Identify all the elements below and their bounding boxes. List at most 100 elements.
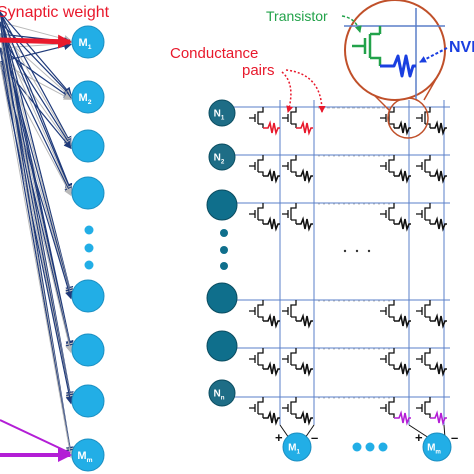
conductance-label-line2: pairs xyxy=(242,62,275,79)
ellipsis-dot xyxy=(84,243,94,253)
crossbar-cell xyxy=(249,397,280,426)
transistor-symbol xyxy=(249,155,264,176)
connection-arrow xyxy=(0,11,72,145)
nvm-resistor xyxy=(394,168,411,184)
connection-arrow xyxy=(0,11,72,96)
nvm-resistor xyxy=(296,410,313,426)
nvm-resistor xyxy=(296,216,313,232)
transistor-symbol xyxy=(380,107,395,128)
zoomed-transistor-symbol xyxy=(352,26,382,66)
connection-arrow xyxy=(0,47,72,149)
crossbar-cell xyxy=(249,300,280,329)
output-m-arrow-line xyxy=(0,419,71,454)
crossbar-cell xyxy=(416,107,447,136)
nvm-resistor xyxy=(394,313,411,329)
connection-arrow xyxy=(0,47,74,458)
magnifier-big-circle xyxy=(344,0,446,101)
crossbar-cell xyxy=(380,397,411,426)
output-neuron-label: M2 xyxy=(79,92,92,106)
output-neuron xyxy=(282,432,312,462)
minus-sign: – xyxy=(311,430,318,445)
input-neuron xyxy=(206,330,238,362)
transistor-symbol xyxy=(380,397,395,418)
ellipsis-dot xyxy=(220,262,228,270)
transistor-symbol xyxy=(249,300,264,321)
ellipsis-dot xyxy=(365,442,375,452)
nvm-resistor xyxy=(263,361,280,377)
connection-arrow xyxy=(0,47,72,196)
crossbar-cell xyxy=(282,155,313,184)
conductance-label-line1: Conductance xyxy=(170,45,258,62)
transistor-symbol xyxy=(380,300,395,321)
transistor-symbol xyxy=(416,348,431,369)
ellipsis-dot xyxy=(220,246,228,254)
crossbar-cell xyxy=(282,203,313,232)
nvm-resistor xyxy=(430,410,447,426)
crossbar-cell xyxy=(249,107,280,136)
output-wire xyxy=(304,424,315,439)
output-neuron-label: Mm xyxy=(427,443,441,456)
nvm-resistor xyxy=(296,168,313,184)
nvm-resistor xyxy=(430,361,447,377)
output-neuron xyxy=(71,384,105,418)
transistor-symbol xyxy=(249,107,264,128)
left-network-connections xyxy=(0,11,74,462)
transistor-symbol xyxy=(380,203,395,224)
output-neuron-label: M1 xyxy=(79,37,92,51)
plus-sign: + xyxy=(275,430,283,445)
crossbar-cell xyxy=(416,300,447,329)
crossbar-cell xyxy=(380,155,411,184)
transistor-symbol xyxy=(380,155,395,176)
connection-arrow xyxy=(0,21,72,193)
input-neuron xyxy=(206,189,238,221)
output-neuron xyxy=(422,432,452,462)
transistor-symbol xyxy=(282,348,297,369)
crossbar-cell xyxy=(249,348,280,377)
input-neuron xyxy=(208,143,236,171)
input-neuron-label: N2 xyxy=(214,153,225,166)
nvm-resistor xyxy=(394,216,411,232)
transistor-symbol xyxy=(416,203,431,224)
crossbar-ellipsis-dot xyxy=(367,249,371,253)
crossbar-cell xyxy=(282,348,313,377)
crossbar-ellipsis-dot xyxy=(355,249,359,253)
crossbar-cell xyxy=(249,203,280,232)
connection-arrow xyxy=(0,11,74,295)
ellipsis-dot xyxy=(84,260,94,270)
crossbar-cell xyxy=(282,300,313,329)
nvm-resistor xyxy=(430,120,447,136)
transistor-symbol xyxy=(416,300,431,321)
transistor-symbol xyxy=(282,397,297,418)
transistor-symbol xyxy=(282,300,297,321)
transistor-symbol xyxy=(282,155,297,176)
output-wire xyxy=(279,424,290,439)
ellipsis-dot xyxy=(378,442,388,452)
crossbar-cell xyxy=(380,348,411,377)
zoomed-nvm-resistor xyxy=(380,54,416,78)
nvm-resistor xyxy=(394,410,411,426)
ellipsis-dot xyxy=(84,225,94,235)
ellipsis-dot xyxy=(352,442,362,452)
transistor-symbol xyxy=(380,348,395,369)
crossbar-cell xyxy=(416,348,447,377)
crossbar-cell xyxy=(249,155,280,184)
output-neuron xyxy=(71,438,105,472)
ellipsis-dot xyxy=(220,229,228,237)
crossbar-cell xyxy=(380,203,411,232)
connection-arrow xyxy=(0,33,72,98)
crossbar-cell xyxy=(416,203,447,232)
crossbar-cell xyxy=(282,107,313,136)
transistor-symbol xyxy=(249,203,264,224)
synaptic-weight-label: Synaptic weight xyxy=(0,4,110,21)
transistor-symbol xyxy=(282,203,297,224)
transistor-label: Transistor xyxy=(266,8,328,24)
crossbar-cell xyxy=(380,107,411,136)
nvm-pointer xyxy=(419,47,448,63)
output-neuron xyxy=(71,279,105,313)
transistor-nvm-magnifier xyxy=(344,0,446,139)
connection-arrow xyxy=(0,61,74,459)
input-neuron xyxy=(206,282,238,314)
nvm-resistor xyxy=(296,313,313,329)
